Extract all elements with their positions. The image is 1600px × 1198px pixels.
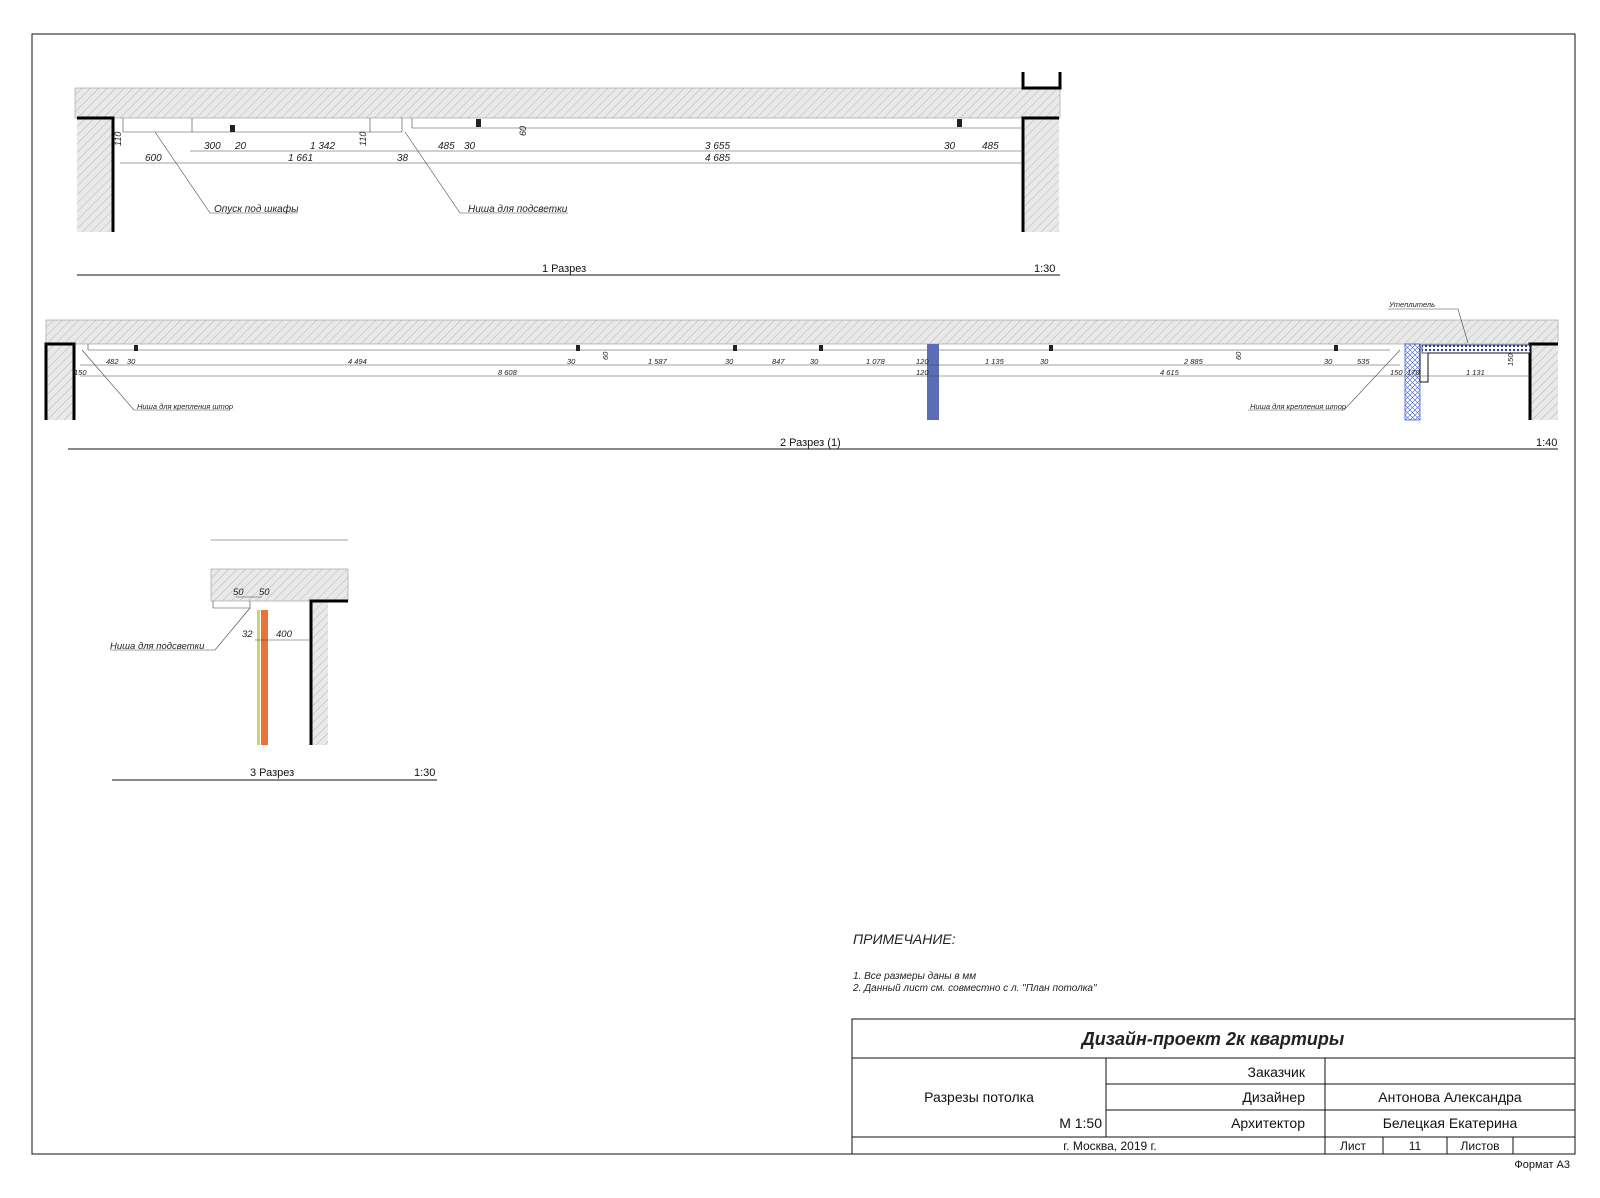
s2-dim-535: 535 xyxy=(1357,357,1370,366)
section-1-scale: 1:30 xyxy=(1034,263,1055,275)
s3-dim-50-b: 50 xyxy=(259,587,270,598)
dim-300: 300 xyxy=(204,141,221,152)
callout-light-niche-3: Ниша для подсветки xyxy=(110,641,205,652)
s2-dim-1135: 1 135 xyxy=(985,357,1005,366)
dim-30-a: 30 xyxy=(464,141,476,152)
vdim-110-a: 110 xyxy=(113,132,123,146)
dim-4685: 4 685 xyxy=(705,153,730,164)
s2-vdim-60-a: 60 xyxy=(601,351,610,360)
city-year: г. Москва, 2019 г. xyxy=(1063,1139,1157,1153)
project-title: Дизайн-проект 2к квартиры xyxy=(1080,1029,1345,1049)
s2-vdim-150: 150 xyxy=(1506,353,1515,366)
dim-38: 38 xyxy=(397,153,409,164)
sheet-frame xyxy=(31,33,1576,1155)
notes-title: ПРИМЕЧАНИЕ: xyxy=(853,931,956,947)
s2-dim-30-e: 30 xyxy=(1040,357,1049,366)
slab-3 xyxy=(210,568,349,602)
s2-dim-150-a: 150 xyxy=(74,368,87,377)
s2-vdim-60-b: 60 xyxy=(1234,351,1243,360)
section-3-scale: 1:30 xyxy=(414,767,435,779)
callout-wardrobe-drop: Опуск под шкафы xyxy=(214,203,299,215)
callout-curtain-niche-left: Ниша для крепления штор xyxy=(137,402,233,411)
sheet-number: 11 xyxy=(1409,1139,1422,1153)
s2-dim-30-c: 30 xyxy=(725,357,734,366)
dim-1342: 1 342 xyxy=(310,141,335,152)
sheet-name: Разрезы потолка xyxy=(924,1089,1034,1105)
vdim-60: 60 xyxy=(518,126,528,136)
s2-dim-170: 170 xyxy=(1407,368,1420,377)
dim-485-a: 485 xyxy=(438,141,455,152)
s2-dim-120-b: 120 xyxy=(916,368,929,377)
notes: ПРИМЕЧАНИЕ: 1. Все размеры даны в мм 2. … xyxy=(852,931,1097,994)
s2-dim-30-d: 30 xyxy=(810,357,819,366)
callout-curtain-niche-right: Ниша для крепления штор xyxy=(1250,402,1346,411)
s2-dim-30-a: 30 xyxy=(127,357,136,366)
slab-1 xyxy=(74,87,1061,119)
s2-dim-2885: 2 885 xyxy=(1183,357,1204,366)
role-customer: Заказчик xyxy=(1248,1064,1306,1080)
dim-600: 600 xyxy=(145,153,162,164)
s2-dim-4615: 4 615 xyxy=(1160,368,1180,377)
s2-dim-120-a: 120 xyxy=(916,357,929,366)
section-2-scale: 1:40 xyxy=(1536,437,1557,449)
s2-dim-847: 847 xyxy=(772,357,785,366)
s3-dim-400: 400 xyxy=(276,629,293,640)
insulation xyxy=(1421,344,1531,354)
callout-insulation: Утеплитель xyxy=(1388,300,1435,309)
section-3: 50 50 32 400 Ниша для подсветки 3 Разрез… xyxy=(110,539,437,781)
dim-20: 20 xyxy=(234,141,247,152)
s2-dim-30-f: 30 xyxy=(1324,357,1333,366)
dim-3655: 3 655 xyxy=(705,141,730,152)
dim-1661: 1 661 xyxy=(288,153,313,164)
section-1-title: 1 Разрез xyxy=(542,263,586,275)
s2-dim-1131: 1 131 xyxy=(1466,368,1485,377)
role-architect: Архитектор xyxy=(1231,1115,1305,1131)
s3-dim-32: 32 xyxy=(242,629,253,640)
slab-2 xyxy=(45,319,1559,345)
section-1: 300 20 1 342 485 30 3 655 30 485 600 1 6… xyxy=(74,72,1062,276)
column xyxy=(927,344,939,420)
title-block: Дизайн-проект 2к квартиры Разрезы потолк… xyxy=(851,1018,1576,1155)
section-2: 482 30 4 494 30 1 587 30 847 30 1 078 12… xyxy=(44,300,1559,450)
wood-panel xyxy=(261,610,268,745)
s3-dim-50-a: 50 xyxy=(233,587,244,598)
note-2: 2. Данный лист см. совместно с л. "План … xyxy=(852,983,1097,994)
role-designer: Дизайнер xyxy=(1242,1089,1305,1105)
s2-dim-4494: 4 494 xyxy=(348,357,367,366)
note-1: 1. Все размеры даны в мм xyxy=(853,971,976,982)
s2-dim-8608: 8 608 xyxy=(498,368,518,377)
sheet-scale: М 1:50 xyxy=(1059,1115,1102,1131)
sheets-label: Листов xyxy=(1461,1139,1500,1153)
s2-dim-150-b: 150 xyxy=(1390,368,1403,377)
dim-30-b: 30 xyxy=(944,141,956,152)
s2-dim-1078: 1 078 xyxy=(866,357,886,366)
callout-light-niche-1: Ниша для подсветки xyxy=(468,204,568,215)
s2-dim-1587: 1 587 xyxy=(648,357,668,366)
dim-485-b: 485 xyxy=(982,141,999,152)
architect-name: Белецкая Екатерина xyxy=(1383,1115,1518,1131)
s2-dim-482: 482 xyxy=(106,357,119,366)
section-3-title: 3 Разрез xyxy=(250,767,294,779)
vdim-110-b: 110 xyxy=(358,132,368,146)
section-2-title: 2 Разрез (1) xyxy=(780,437,841,449)
sheet-label: Лист xyxy=(1340,1139,1367,1153)
designer-name: Антонова Александра xyxy=(1378,1089,1522,1105)
s2-dim-30-b: 30 xyxy=(567,357,576,366)
paper-format: Формат А3 xyxy=(1514,1159,1570,1171)
